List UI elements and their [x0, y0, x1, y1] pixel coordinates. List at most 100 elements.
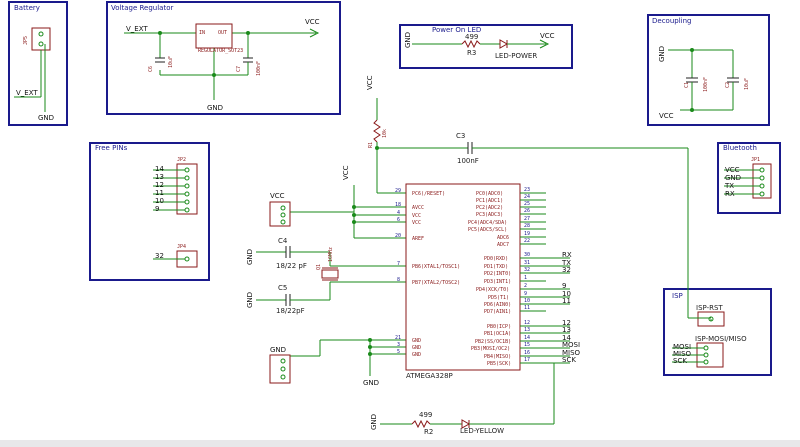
- mcu-num-8: 8: [397, 277, 400, 283]
- jp4-pin-label: 32: [155, 252, 164, 260]
- mcu-num-21: 21: [395, 335, 401, 341]
- mcu-pin-pb5: PB5(SCK): [487, 361, 511, 367]
- jp1-label: JP1: [751, 157, 760, 163]
- r1-value: 10k: [382, 129, 388, 138]
- mcu-pin-pb4: PB4(MISO): [484, 354, 511, 360]
- net-miso: MISO: [562, 349, 581, 357]
- mcu-pin-adc6: ADC6: [497, 235, 509, 241]
- net-sck: SCK: [562, 356, 576, 364]
- free-pins-frame: [89, 142, 210, 281]
- mcu-pin-pc1: PC1(ADC1): [476, 198, 503, 204]
- net-13: 13: [562, 326, 571, 334]
- mcu-num-26: 26: [524, 208, 530, 214]
- q1-value: 16MHz: [328, 247, 334, 262]
- reg-out-pin: OUT: [218, 30, 227, 36]
- battery-title: Battery: [14, 4, 40, 12]
- mcu-num-6: 6: [397, 217, 400, 223]
- jp1-connector: [724, 163, 772, 199]
- c4-value: 18/22 pF: [276, 262, 307, 270]
- mcu-gnd-label: GND: [363, 379, 379, 387]
- c4-gnd-label: GND: [246, 249, 254, 265]
- c5-label: C5: [278, 284, 287, 292]
- reg-in-pin: IN: [199, 30, 205, 36]
- mcu-num-31: 31: [524, 260, 530, 266]
- mcu-pin-pb3: PB3(MOSI/OC2): [471, 346, 510, 352]
- mcu-num-30: 30: [524, 252, 530, 258]
- mcu-part-label: ATMEGA328P: [406, 372, 453, 380]
- mcu-pin-pc5: PC5(ADC5/SCL): [468, 227, 507, 233]
- mcu-num-2: 2: [524, 283, 527, 289]
- mcu-pin-pd2: PD2(INT0): [484, 271, 511, 277]
- mcu-pin-xtal2: PB7(XTAL2/TOSC2): [412, 280, 460, 286]
- regulator-gnd-label: GND: [207, 104, 223, 112]
- c3-value: 100nF: [457, 157, 479, 165]
- mcu-pin-pd4: PD4(XCK/T0): [476, 287, 509, 293]
- battery-gnd-label: GND: [38, 114, 54, 122]
- power-led-title: Power On LED: [432, 26, 481, 34]
- mcu-pin-pd3: PD3(INT1): [484, 279, 511, 285]
- isp-frame: [663, 288, 772, 376]
- bt-gnd-label: GND: [725, 174, 741, 182]
- r2-value: 499: [419, 411, 432, 419]
- c6-label: C6: [148, 66, 154, 72]
- c3-label: C3: [456, 132, 465, 140]
- mcu-num-16: 16: [524, 350, 530, 356]
- r3-value: 499: [465, 33, 478, 41]
- mcu-num-29: 29: [395, 188, 401, 194]
- regulator-vext-label: V_EXT: [126, 25, 148, 33]
- free-pin-10: 10: [155, 197, 164, 205]
- decoupling-gnd-label: GND: [658, 46, 666, 62]
- bottom-scrollbar[interactable]: [0, 440, 800, 447]
- mcu-num-4: 4: [397, 210, 400, 216]
- net-tx: TX: [561, 259, 571, 267]
- mcu-num-18: 18: [395, 202, 401, 208]
- mcu-num-7: 7: [397, 261, 400, 267]
- battery-frame: [8, 1, 68, 126]
- led-power-label: LED-POWER: [495, 52, 537, 60]
- mcu-num-10: 10: [524, 298, 530, 304]
- net-mosi: MOSI: [562, 341, 580, 349]
- mcu-num-9: 9: [524, 291, 527, 297]
- mcu-num-24: 24: [524, 194, 530, 200]
- isp-mosi-net: MOSI: [673, 343, 691, 351]
- mcu-num-27: 27: [524, 216, 530, 222]
- mcu-pin-avcc: AVCC: [412, 205, 424, 211]
- bt-rx-label: RX: [725, 190, 735, 198]
- bt-tx-label: TX: [724, 182, 734, 190]
- isp-rst-connector: [697, 311, 725, 327]
- mcu-pin-pc2: PC2(ADC2): [476, 205, 503, 211]
- bt-vcc-label: VCC: [725, 166, 740, 174]
- mcu-num-32: 32: [524, 267, 530, 273]
- q1-label: Q1: [316, 264, 322, 270]
- isp-rst-label: ISP-RST: [696, 304, 723, 312]
- free-pin-11: 11: [155, 189, 164, 197]
- mcu-pin-vcc1: VCC: [412, 213, 421, 219]
- mcu-num-3: 3: [397, 342, 400, 348]
- mcu-num-5: 5: [397, 349, 400, 355]
- mcu-num-14: 14: [524, 335, 530, 341]
- isp-mosi-label: ISP-MOSI/MISO: [695, 335, 747, 343]
- r2-label: R2: [424, 428, 433, 436]
- mcu-num-25: 25: [524, 201, 530, 207]
- isp-sck-net: SCK: [673, 357, 687, 365]
- free-pin-13: 13: [155, 173, 164, 181]
- free-pins-title: Free PINs: [95, 144, 128, 152]
- mcu-pin-pb2: PB2(SS/OC1B): [475, 339, 511, 345]
- net-32: 32: [562, 266, 571, 274]
- mcu-pin-adc7: ADC7: [497, 242, 509, 248]
- mcu-pin-xtal1: PB6(XTAL1/TOSC1): [412, 264, 460, 270]
- c2-label: C2: [725, 82, 731, 88]
- mcu-pin-reset: PC6(/RESET): [412, 191, 445, 197]
- c7-label: C7: [236, 66, 242, 72]
- jp4-label: JP4: [177, 244, 186, 250]
- c2-value: 10uF: [744, 78, 750, 90]
- bluetooth-frame: [717, 142, 781, 214]
- mcu-num-12: 12: [524, 320, 530, 326]
- c5-gnd-label: GND: [246, 292, 254, 308]
- mcu-pin-pc3: PC3(ADC3): [476, 212, 503, 218]
- c5-value: 18/22pF: [276, 307, 305, 315]
- net-11: 11: [562, 297, 571, 305]
- net-rx: RX: [562, 251, 572, 259]
- mcu-pin-pd5: PD5(T1): [488, 295, 509, 301]
